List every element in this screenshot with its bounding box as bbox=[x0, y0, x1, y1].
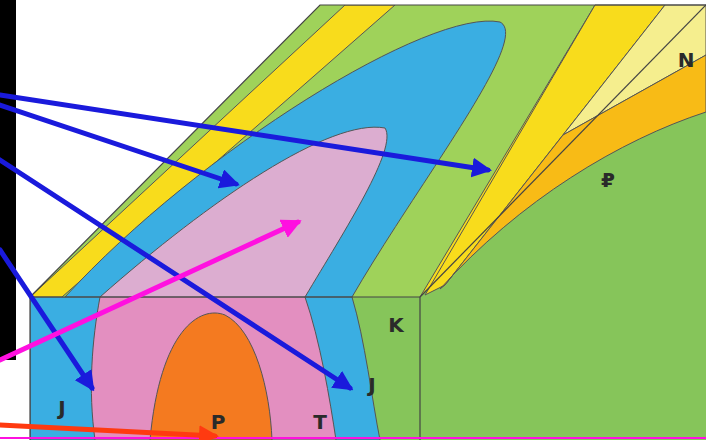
formation-label: J bbox=[368, 375, 375, 395]
right-face bbox=[420, 5, 706, 440]
dark-strip bbox=[0, 0, 16, 360]
formation-label: N bbox=[678, 50, 695, 70]
formation-label: J bbox=[58, 398, 65, 418]
leader-arrows bbox=[0, 95, 488, 436]
formation-label: P bbox=[211, 412, 226, 432]
formation-label: ₽ bbox=[601, 170, 615, 190]
formation-label: K bbox=[388, 315, 404, 335]
block-edges bbox=[30, 5, 706, 440]
bottom-border bbox=[0, 437, 706, 439]
formation-label: T bbox=[313, 412, 327, 432]
